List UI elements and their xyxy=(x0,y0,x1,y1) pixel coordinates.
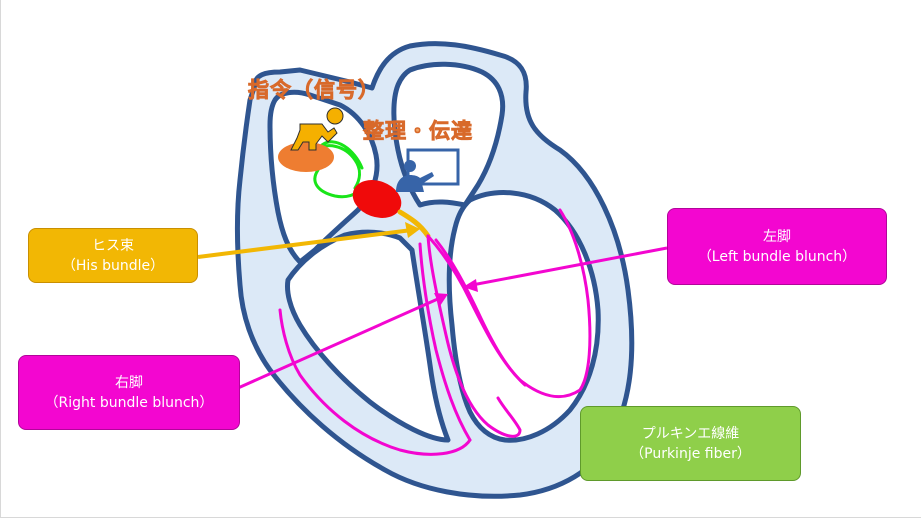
left-bundle-arrowhead xyxy=(463,279,478,292)
right-bundle-arrow xyxy=(237,296,441,390)
sa-node xyxy=(278,142,334,172)
internodal-pathway xyxy=(313,140,364,199)
right-bundle-arrowhead xyxy=(434,293,448,306)
right-bundle-label-box: 右脚 （Right bundle blunch） xyxy=(18,355,240,430)
av-node xyxy=(352,180,402,218)
presenter-icon-body xyxy=(396,172,434,192)
left-bundle-branch xyxy=(426,208,592,399)
right-bundle-label-jp: 右脚 xyxy=(115,374,143,391)
left-atrium-chamber xyxy=(391,61,506,208)
his-bundle-label-jp: ヒス束 xyxy=(92,237,134,254)
runner-icon-head xyxy=(326,107,344,125)
his-bundle-label-box: ヒス束 （His bundle） xyxy=(28,228,198,283)
his-bundle-arrow xyxy=(197,228,413,259)
right-bundle-label-en: （Right bundle blunch） xyxy=(44,394,214,411)
left-bundle-label-box: 左脚 （Left bundle blunch） xyxy=(667,208,887,285)
left-bundle-label-en: （Left bundle blunch） xyxy=(697,248,857,265)
his-bundle-label-en: （His bundle） xyxy=(61,257,165,274)
presenter-icon xyxy=(396,148,460,192)
left-bundle-label-jp: 左脚 xyxy=(763,228,791,245)
right-ventricle-chamber xyxy=(285,229,451,443)
left-bundle-branch-inner xyxy=(434,238,527,387)
purkinje-label-box: プルキンエ線維 （Purkinje fiber） xyxy=(580,406,801,481)
purkinje-label-jp: プルキンエ線維 xyxy=(641,425,740,442)
presenter-icon-head xyxy=(404,160,416,172)
runner-icon-body xyxy=(290,123,338,151)
runner-icon xyxy=(290,107,344,151)
purkinje-label-en: （Purkinje fiber） xyxy=(630,445,751,462)
his-bundle-arrowhead xyxy=(405,222,420,238)
command-signal-title: 指令（信号） xyxy=(248,78,380,103)
left-bundle-arrow xyxy=(471,246,668,287)
organize-transmit-title: 整理・伝達 xyxy=(363,119,473,144)
right-atrium-chamber xyxy=(267,89,380,265)
his-bundle-path xyxy=(397,209,431,239)
